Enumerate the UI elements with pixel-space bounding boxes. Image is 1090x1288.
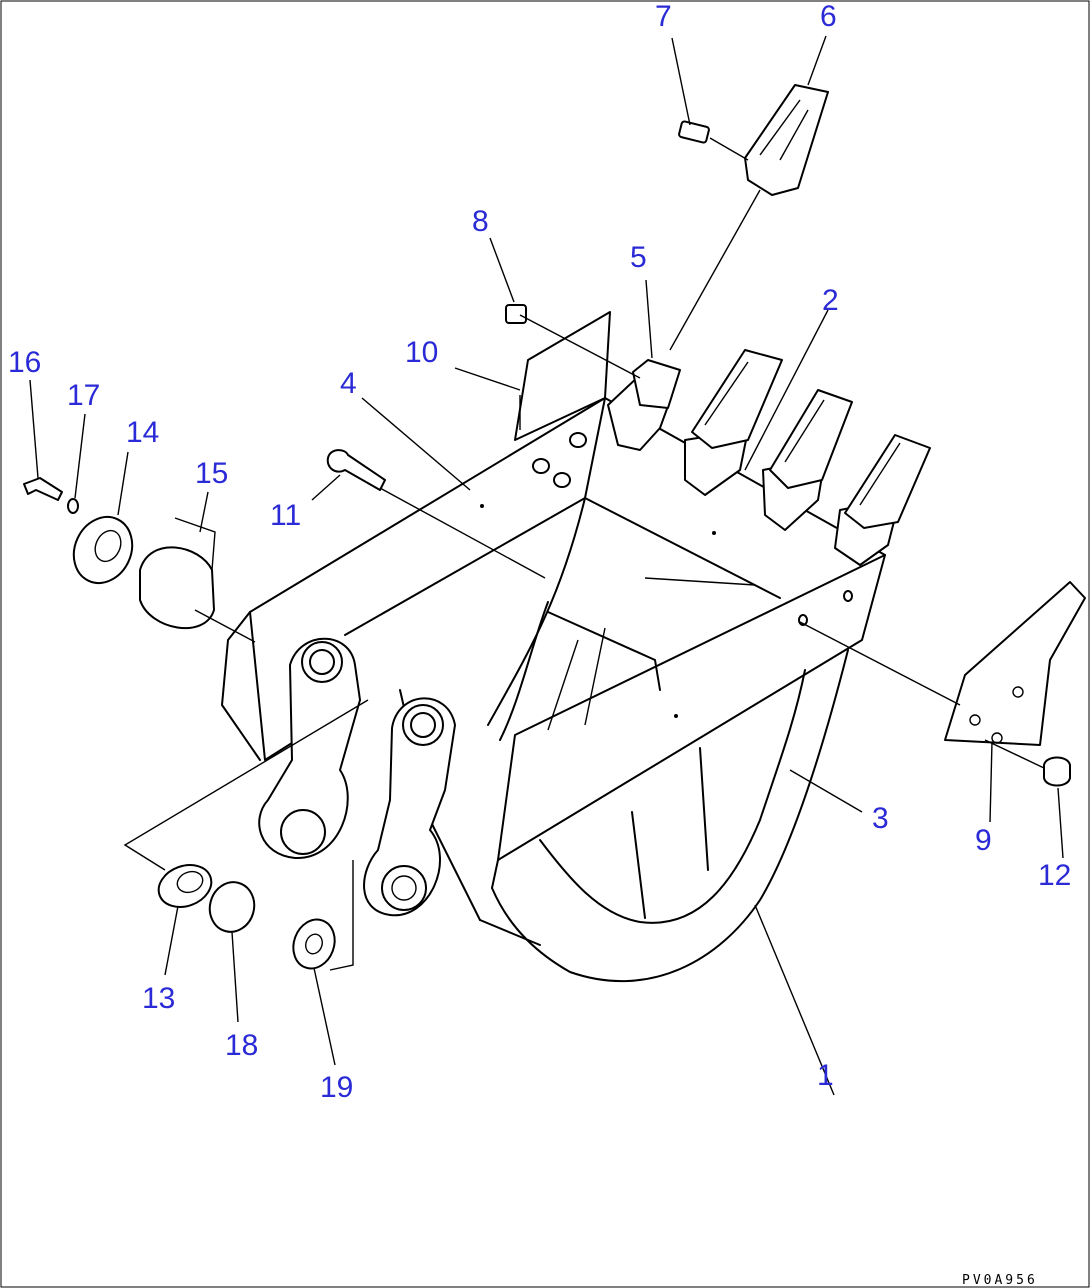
callout-9: 9 [975, 824, 992, 857]
drawing-reference-code: PV0A956 [962, 1273, 1038, 1288]
callout-19: 19 [320, 1071, 353, 1104]
callout-3: 3 [872, 802, 889, 835]
callout-5: 5 [630, 241, 647, 274]
callout-12: 12 [1038, 859, 1071, 892]
callout-2: 2 [822, 284, 839, 317]
callout-6: 6 [820, 0, 837, 33]
leader-lines [29, 35, 1064, 1096]
callout-1: 1 [817, 1059, 834, 1092]
callout-8: 8 [472, 205, 489, 238]
callout-14: 14 [126, 416, 159, 449]
callout-18: 18 [225, 1029, 258, 1062]
callout-17: 17 [67, 379, 100, 412]
callout-13: 13 [142, 982, 175, 1015]
callout-7: 7 [655, 0, 672, 33]
callout-15: 15 [195, 457, 228, 490]
callout-10: 10 [405, 336, 438, 369]
callout-11: 11 [270, 499, 301, 532]
callout-4: 4 [340, 367, 357, 400]
left-hardware [23, 477, 354, 971]
teeth-assembly [505, 84, 931, 566]
bucket-body [221, 397, 886, 982]
assembly-lines [123, 137, 1045, 871]
pin-bolt [326, 449, 386, 491]
callout-16: 16 [8, 346, 41, 379]
callout-labels: 1 2 3 4 5 6 7 8 9 10 11 12 13 14 15 16 1… [8, 0, 1071, 1104]
side-cutter-right [944, 581, 1086, 787]
side-cutter-left [514, 311, 611, 441]
